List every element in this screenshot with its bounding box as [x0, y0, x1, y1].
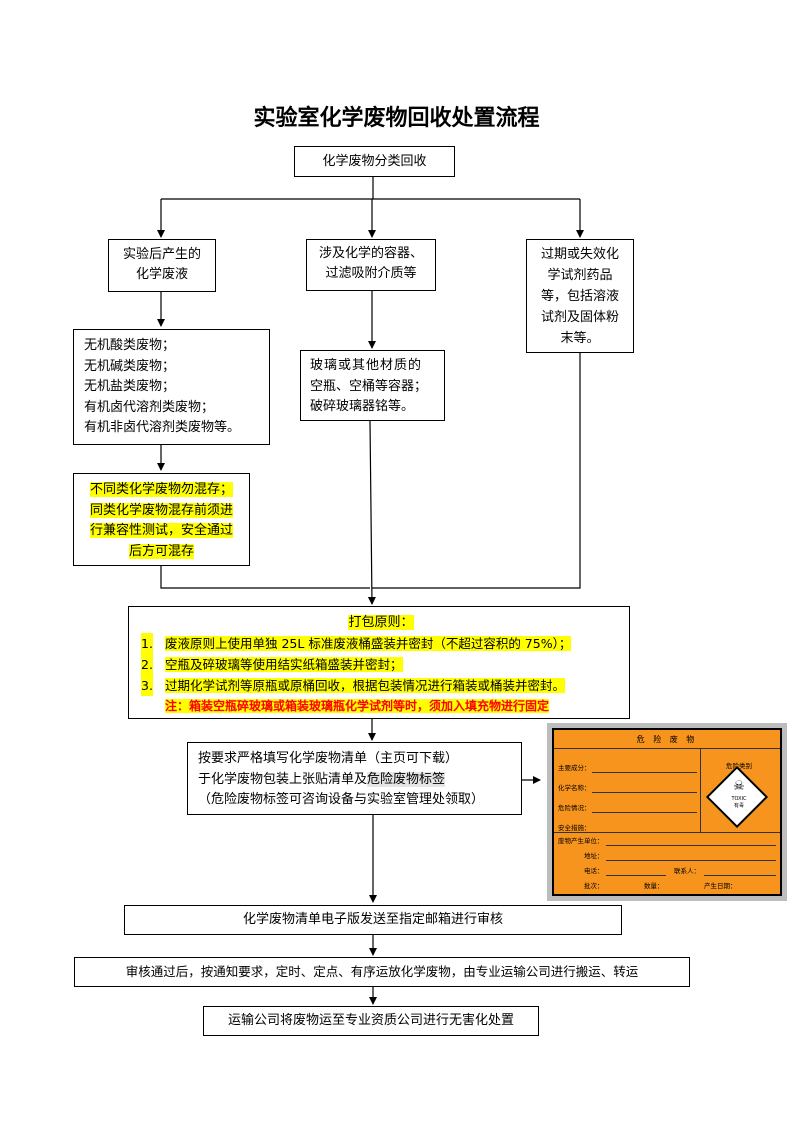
hazard-label-link: 危险废物标签 — [367, 771, 446, 787]
packing-note-row: 注：箱装空瓶碎玻璃或箱装玻璃瓶化学试剂等时，须加入填充物进行固定 — [141, 696, 621, 717]
packing-rule: 1. 废液原则上使用单独 25L 标准废液桶盛装并密封（不超过容积的 75%）； — [141, 633, 621, 654]
hazard-date: 产生日期： — [704, 882, 737, 890]
hazard-field: 安全措施： — [558, 824, 591, 832]
hazard-producer: 废物产生单位： — [558, 837, 604, 845]
hazard-phone: 电话： — [584, 867, 604, 875]
mix-warning-line: 后方可混存 — [128, 543, 194, 559]
branch3-line: 过期或失效化 — [540, 247, 619, 262]
branch3-line: 试剂及固体粉 — [540, 310, 619, 325]
branch1-line: 实验后产生的 — [122, 247, 201, 262]
hazard-field: 化学名称： — [558, 784, 591, 792]
hazard-label-image: 危 险 废 物 主要成分： 化学名称： 危险情况： 安全措施： 危险类别 ☠ T… — [547, 723, 787, 901]
containers-box: 玻璃或其他材质的 空瓶、空桶等容器； 破碎玻璃器铭等。 — [300, 350, 445, 421]
waste-type-item: 有机卤代溶剂类废物； — [84, 399, 215, 415]
mix-warning-line: 不同类化学废物勿混存； — [89, 482, 233, 497]
branch3-line: 学试剂药品 — [547, 268, 613, 283]
hazard-diamond-sub: 有毒 — [733, 803, 744, 809]
rule-number: 2. — [141, 654, 153, 675]
email-box: 化学废物清单电子版发送至指定邮箱进行审核 — [124, 905, 622, 935]
skull-icon: ☠ — [733, 779, 745, 794]
packing-rule: 2. 空瓶及碎玻璃等使用结实纸箱盛装并密封； — [141, 654, 621, 675]
packing-note: 注：箱装空瓶碎玻璃或箱装玻璃瓶化学试剂等时，须加入填充物进行固定 — [165, 699, 550, 713]
form-line1: 按要求严格填写化学废物清单（主页可下载） — [198, 751, 459, 766]
email-box-text: 化学废物清单电子版发送至指定邮箱进行审核 — [242, 912, 503, 927]
form-line2-text: 于化学废物包装上张贴清单及 — [198, 771, 368, 787]
transport-box: 审核通过后，按通知要求，定时、定点、有序运放化学废物，由专业运输公司进行搬运、转… — [74, 957, 690, 987]
form-line3: （危险废物标签可咨询设备与实验室管理处领取） — [198, 792, 485, 807]
branch2-box: 涉及化学的容器、 过滤吸附介质等 — [306, 239, 436, 291]
hazard-field: 危险情况： — [558, 804, 591, 812]
final-box-text: 运输公司将废物运至专业资质公司进行无害化处置 — [227, 1013, 514, 1028]
mix-warning-line: 同类化学废物混存前须进 — [89, 502, 233, 518]
page-title: 实验室化学废物回收处置流程 — [253, 106, 540, 131]
hazard-batch: 批次： — [584, 882, 604, 890]
hazard-label-title: 危 险 废 物 — [636, 735, 698, 744]
hazard-label: 危 险 废 物 主要成分： 化学名称： 危险情况： 安全措施： 危险类别 ☠ T… — [552, 728, 782, 896]
transport-box-text: 审核通过后，按通知要求，定时、定点、有序运放化学废物，由专业运输公司进行搬运、转… — [125, 964, 639, 979]
connector-line — [160, 566, 370, 589]
rule-number: 3. — [141, 675, 153, 696]
packing-rules: 1. 废液原则上使用单独 25L 标准废液桶盛装并密封（不超过容积的 75%）；… — [141, 633, 621, 717]
hazard-class-label: 危险类别 — [726, 762, 752, 770]
rule-text: 废液原则上使用单独 25L 标准废液桶盛装并密封（不超过容积的 75%）； — [165, 636, 572, 651]
containers-line: 破碎玻璃器铭等。 — [310, 399, 415, 414]
branch1-line: 化学废液 — [135, 267, 188, 282]
hazard-contact: 联系人： — [674, 867, 700, 875]
arrow-to-packing — [367, 420, 376, 605]
rule-text: 过期化学试剂等原瓶或原桶回收，根据包装情况进行箱装或桶装并密封。 — [165, 678, 566, 693]
hazard-field: 主要成分： — [558, 764, 591, 772]
branch2-line: 涉及化学的容器、 — [318, 246, 423, 261]
top-box-text: 化学废物分类回收 — [322, 154, 427, 169]
waste-type-item: 无机碱类废物； — [84, 358, 176, 374]
hazard-quantity: 数量： — [644, 882, 664, 890]
mix-warning-line: 行兼容性测试，安全通过 — [89, 523, 233, 538]
mix-warning-box: 不同类化学废物勿混存； 同类化学废物混存前须进 行兼容性测试，安全通过 后方可混… — [73, 473, 250, 566]
branch2-line: 过滤吸附介质等 — [325, 266, 417, 281]
hazard-address: 地址： — [584, 852, 604, 860]
packing-heading: 打包原则： — [348, 615, 414, 630]
hazard-diamond-text: TOXIC — [731, 796, 747, 802]
containers-line: 空瓶、空桶等容器； — [310, 378, 428, 394]
branch3-line: 等，包括溶液 — [540, 289, 619, 304]
waste-types-box: 无机酸类废物； 无机碱类废物； 无机盐类废物； 有机卤代溶剂类废物； 有机非卤代… — [73, 329, 270, 445]
branch3-line: 末等。 — [560, 331, 600, 346]
final-box: 运输公司将废物运至专业资质公司进行无害化处置 — [203, 1006, 539, 1036]
waste-type-item: 无机盐类废物； — [84, 379, 176, 394]
form-line2: 于化学废物包装上张贴清单及危险废物标签 — [198, 770, 521, 791]
packing-box: 打包原则： 1. 废液原则上使用单独 25L 标准废液桶盛装并密封（不超过容积的… — [128, 606, 630, 719]
branch3-box: 过期或失效化 学试剂药品 等，包括溶液 试剂及固体粉 末等。 — [526, 239, 634, 353]
waste-type-item: 有机非卤代溶剂类废物等。 — [84, 420, 241, 435]
form-box: 按要求严格填写化学废物清单（主页可下载） 于化学废物包装上张贴清单及危险废物标签… — [187, 742, 522, 815]
rule-number: 1. — [141, 633, 153, 654]
top-box: 化学废物分类回收 — [294, 146, 455, 177]
rule-text: 空瓶及碎玻璃等使用结实纸箱盛装并密封； — [165, 657, 403, 672]
packing-rule: 3. 过期化学试剂等原瓶或原桶回收，根据包装情况进行箱装或桶装并密封。 — [141, 675, 621, 696]
containers-line: 玻璃或其他材质的 — [310, 358, 423, 373]
branch1-box: 实验后产生的 化学废液 — [108, 239, 216, 292]
waste-type-item: 无机酸类废物； — [84, 338, 176, 353]
